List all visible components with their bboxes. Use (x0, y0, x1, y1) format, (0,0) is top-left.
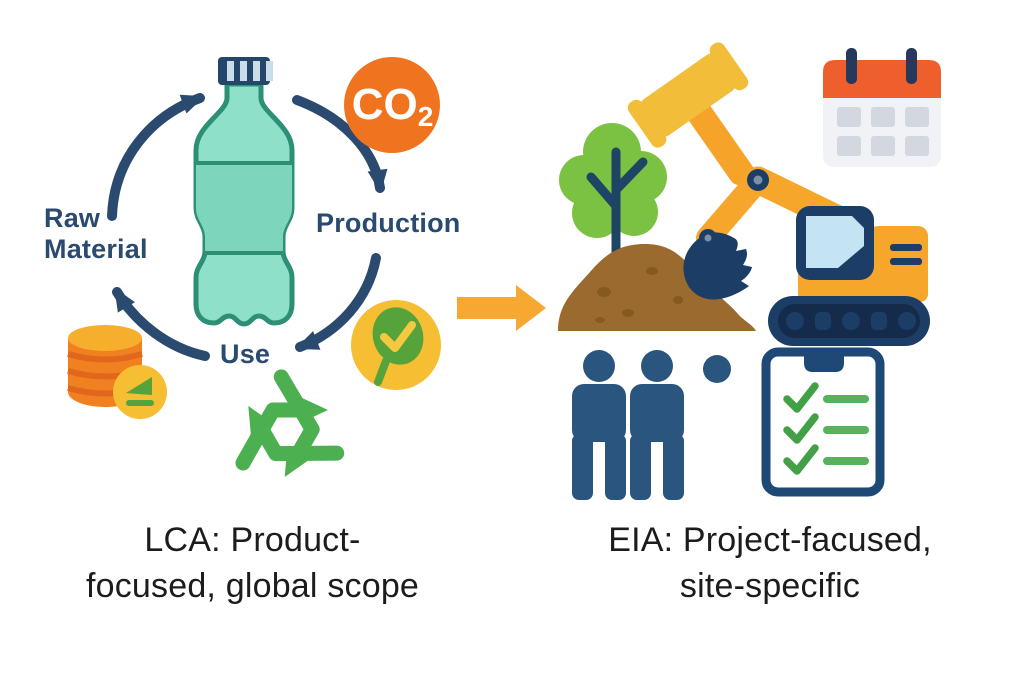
co2-subscript: 2 (417, 101, 434, 132)
eia-caption-line2: site-specific (679, 567, 861, 605)
co2-main-text: CO (351, 80, 418, 129)
stage-label-production: Production (316, 208, 461, 238)
right-arrow-icon (457, 285, 546, 331)
gavel-icon (627, 42, 755, 186)
soil-mound-icon (558, 244, 756, 331)
person-head-icon (703, 355, 731, 383)
water-bottle-icon (193, 57, 295, 327)
stage-label-use: Use (220, 339, 271, 369)
lca-caption: LCA: Product- focused, global scope (55, 517, 450, 609)
checklist-clipboard-icon (761, 347, 885, 497)
people-icon (572, 350, 731, 500)
stage-label-raw-material: Raw Material (44, 203, 148, 264)
eia-caption: EIA: Project-facused, site-specific (558, 517, 982, 609)
recycle-icon (235, 369, 345, 478)
lifecycle-arrows (107, 93, 388, 361)
leaf-check-icon (351, 300, 441, 390)
excavator-icon (683, 166, 930, 346)
return-badge-icon (113, 365, 167, 419)
calendar-icon (823, 48, 941, 167)
excavator-window (806, 216, 864, 268)
excavator-bucket (683, 232, 752, 300)
lca-caption-line1: LCA: Product- (144, 521, 361, 559)
co2-icon (344, 57, 440, 153)
checkmarks (783, 382, 819, 475)
lca-caption-line2: focused, global scope (85, 567, 420, 605)
eia-caption-line1: EIA: Project-facused, (608, 521, 932, 559)
coins-icon (67, 325, 167, 419)
